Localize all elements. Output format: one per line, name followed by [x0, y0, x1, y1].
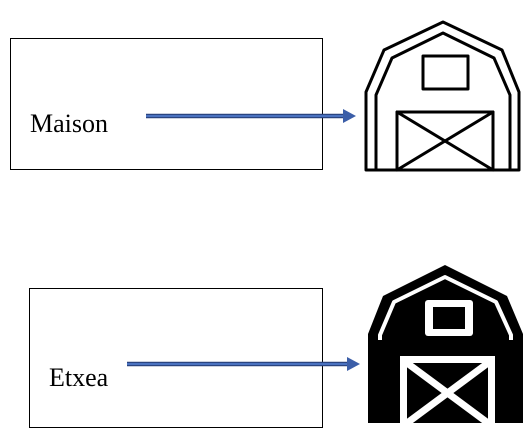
- barn-filled-icon: [368, 265, 523, 423]
- word-box-etxea: [29, 288, 323, 428]
- word-label-etxea: Etxea: [49, 363, 109, 392]
- arrow-2: [127, 357, 360, 371]
- barn-outline-icon: [364, 20, 521, 172]
- word-label-maison: Maison: [30, 109, 108, 138]
- arrow-1: [146, 109, 356, 123]
- word-box-maison: [10, 38, 323, 170]
